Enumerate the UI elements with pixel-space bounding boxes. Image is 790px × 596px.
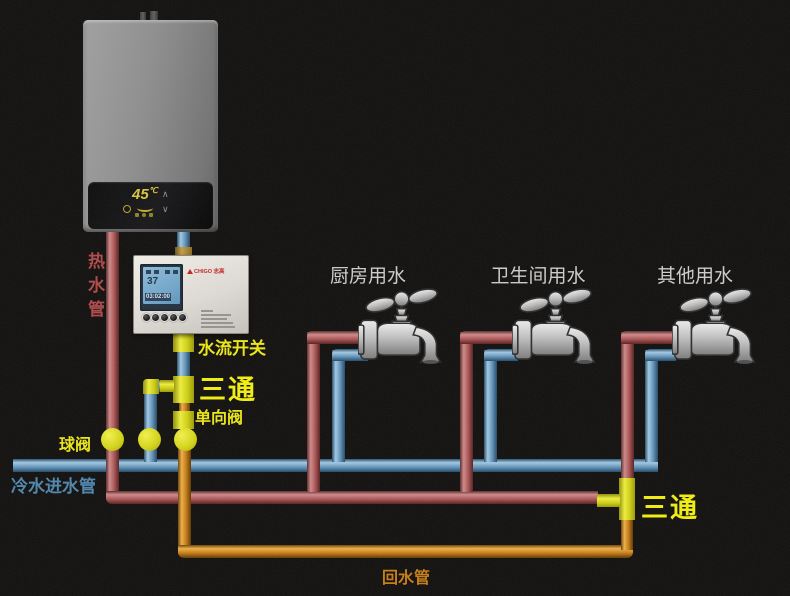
- heater-temperature-readout: 45℃: [132, 186, 158, 203]
- tee-fitting-top-stub: [160, 380, 174, 392]
- controller-screen-frame: 37 03:02:00: [140, 264, 183, 311]
- lcd-icon: [173, 270, 178, 274]
- return-pipe-left-vertical: [178, 448, 191, 554]
- flow-switch-label: 水流开关: [198, 339, 266, 358]
- cold-riser-faucet2: [484, 350, 497, 462]
- hot-water-pipe-vertical: [106, 230, 119, 498]
- water-status-icon: [149, 213, 153, 217]
- hot-riser-faucet2: [460, 332, 473, 492]
- return-pipe-label: 回水管: [382, 570, 431, 587]
- brand-script-icon: [137, 204, 153, 212]
- down-chevron-icon: ∨: [162, 204, 169, 214]
- cold-riser-faucet1: [332, 350, 345, 462]
- hot-pipe-label: 热水管: [85, 252, 104, 324]
- lcd-time-value: 03:02:00: [145, 293, 172, 301]
- recirculation-controller: 37 03:02:00 CHIGO 志高: [133, 255, 249, 334]
- lcd-icon: [165, 270, 170, 274]
- pipe-connector-nut: [175, 247, 192, 255]
- tee-fitting-bottom: [619, 478, 635, 520]
- controller-outlet-pipe: [177, 350, 190, 378]
- ball-valve-icon-1: [101, 428, 124, 451]
- return-pipe-right-vertical: [621, 518, 633, 550]
- tee-top-label: 三通: [199, 375, 257, 405]
- controller-lcd: 37 03:02:00: [143, 267, 180, 304]
- lcd-icon: [154, 270, 159, 274]
- hot-stub-faucet2: [460, 331, 518, 344]
- heater-temp-unit: ℃: [148, 186, 158, 195]
- fine-print-line: [201, 326, 235, 328]
- mode-icon: [135, 213, 139, 217]
- lcd-temp-value: 37: [147, 276, 159, 287]
- controller-button: [169, 313, 178, 322]
- hot-riser-faucet1: [307, 332, 320, 492]
- check-valve-label: 单向阀: [195, 410, 244, 427]
- hot-stub-faucet3: [621, 331, 676, 344]
- controller-brand-text: CHIGO 志高: [194, 269, 225, 275]
- branch-elbow-fitting: [143, 379, 159, 394]
- ball-valve-icon-2: [138, 428, 161, 451]
- faucet-icon-kitchen: [358, 286, 450, 374]
- faucet-label-bathroom: 卫生间用水: [490, 266, 586, 287]
- controller-button: [160, 313, 169, 322]
- cold-riser-faucet3: [645, 350, 658, 462]
- lcd-icon: [146, 270, 151, 274]
- hot-riser-faucet3: [621, 332, 634, 480]
- flow-switch-fitting: [173, 332, 194, 352]
- faucet-label-other: 其他用水: [656, 266, 733, 287]
- flame-icon: [187, 269, 193, 275]
- tee-bottom-label: 三通: [641, 493, 699, 523]
- heater-display-panel: 45℃ ∧ ∨: [88, 182, 213, 229]
- faucet-icon-bathroom: [512, 286, 604, 374]
- fine-print-line: [201, 310, 213, 312]
- water-heater: 45℃ ∧ ∨: [83, 20, 218, 232]
- ball-valve-icon-3: [174, 428, 197, 451]
- faucet-icon-other: [672, 286, 764, 374]
- controller-button: [142, 313, 151, 322]
- check-valve-fitting: [173, 411, 194, 429]
- fine-print-line: [201, 322, 233, 324]
- power-icon: [123, 205, 131, 213]
- controller-button: [178, 313, 187, 322]
- tee-fitting-bottom-stub: [597, 494, 620, 507]
- controller-button: [151, 313, 160, 322]
- faucet-label-kitchen: 厨房用水: [329, 266, 406, 287]
- fine-print-line: [201, 318, 227, 320]
- flame-status-icon: [142, 213, 146, 217]
- ball-valve-label: 球阀: [59, 437, 92, 454]
- up-chevron-icon: ∧: [162, 189, 169, 199]
- cold-inlet-label: 冷水进水管: [11, 477, 96, 496]
- fine-print-line: [201, 314, 231, 316]
- heater-temp-value: 45: [132, 186, 149, 203]
- return-pipe-horizontal: [178, 545, 633, 558]
- tee-fitting-top: [173, 376, 194, 403]
- controller-brand-logo: CHIGO 志高: [187, 267, 225, 275]
